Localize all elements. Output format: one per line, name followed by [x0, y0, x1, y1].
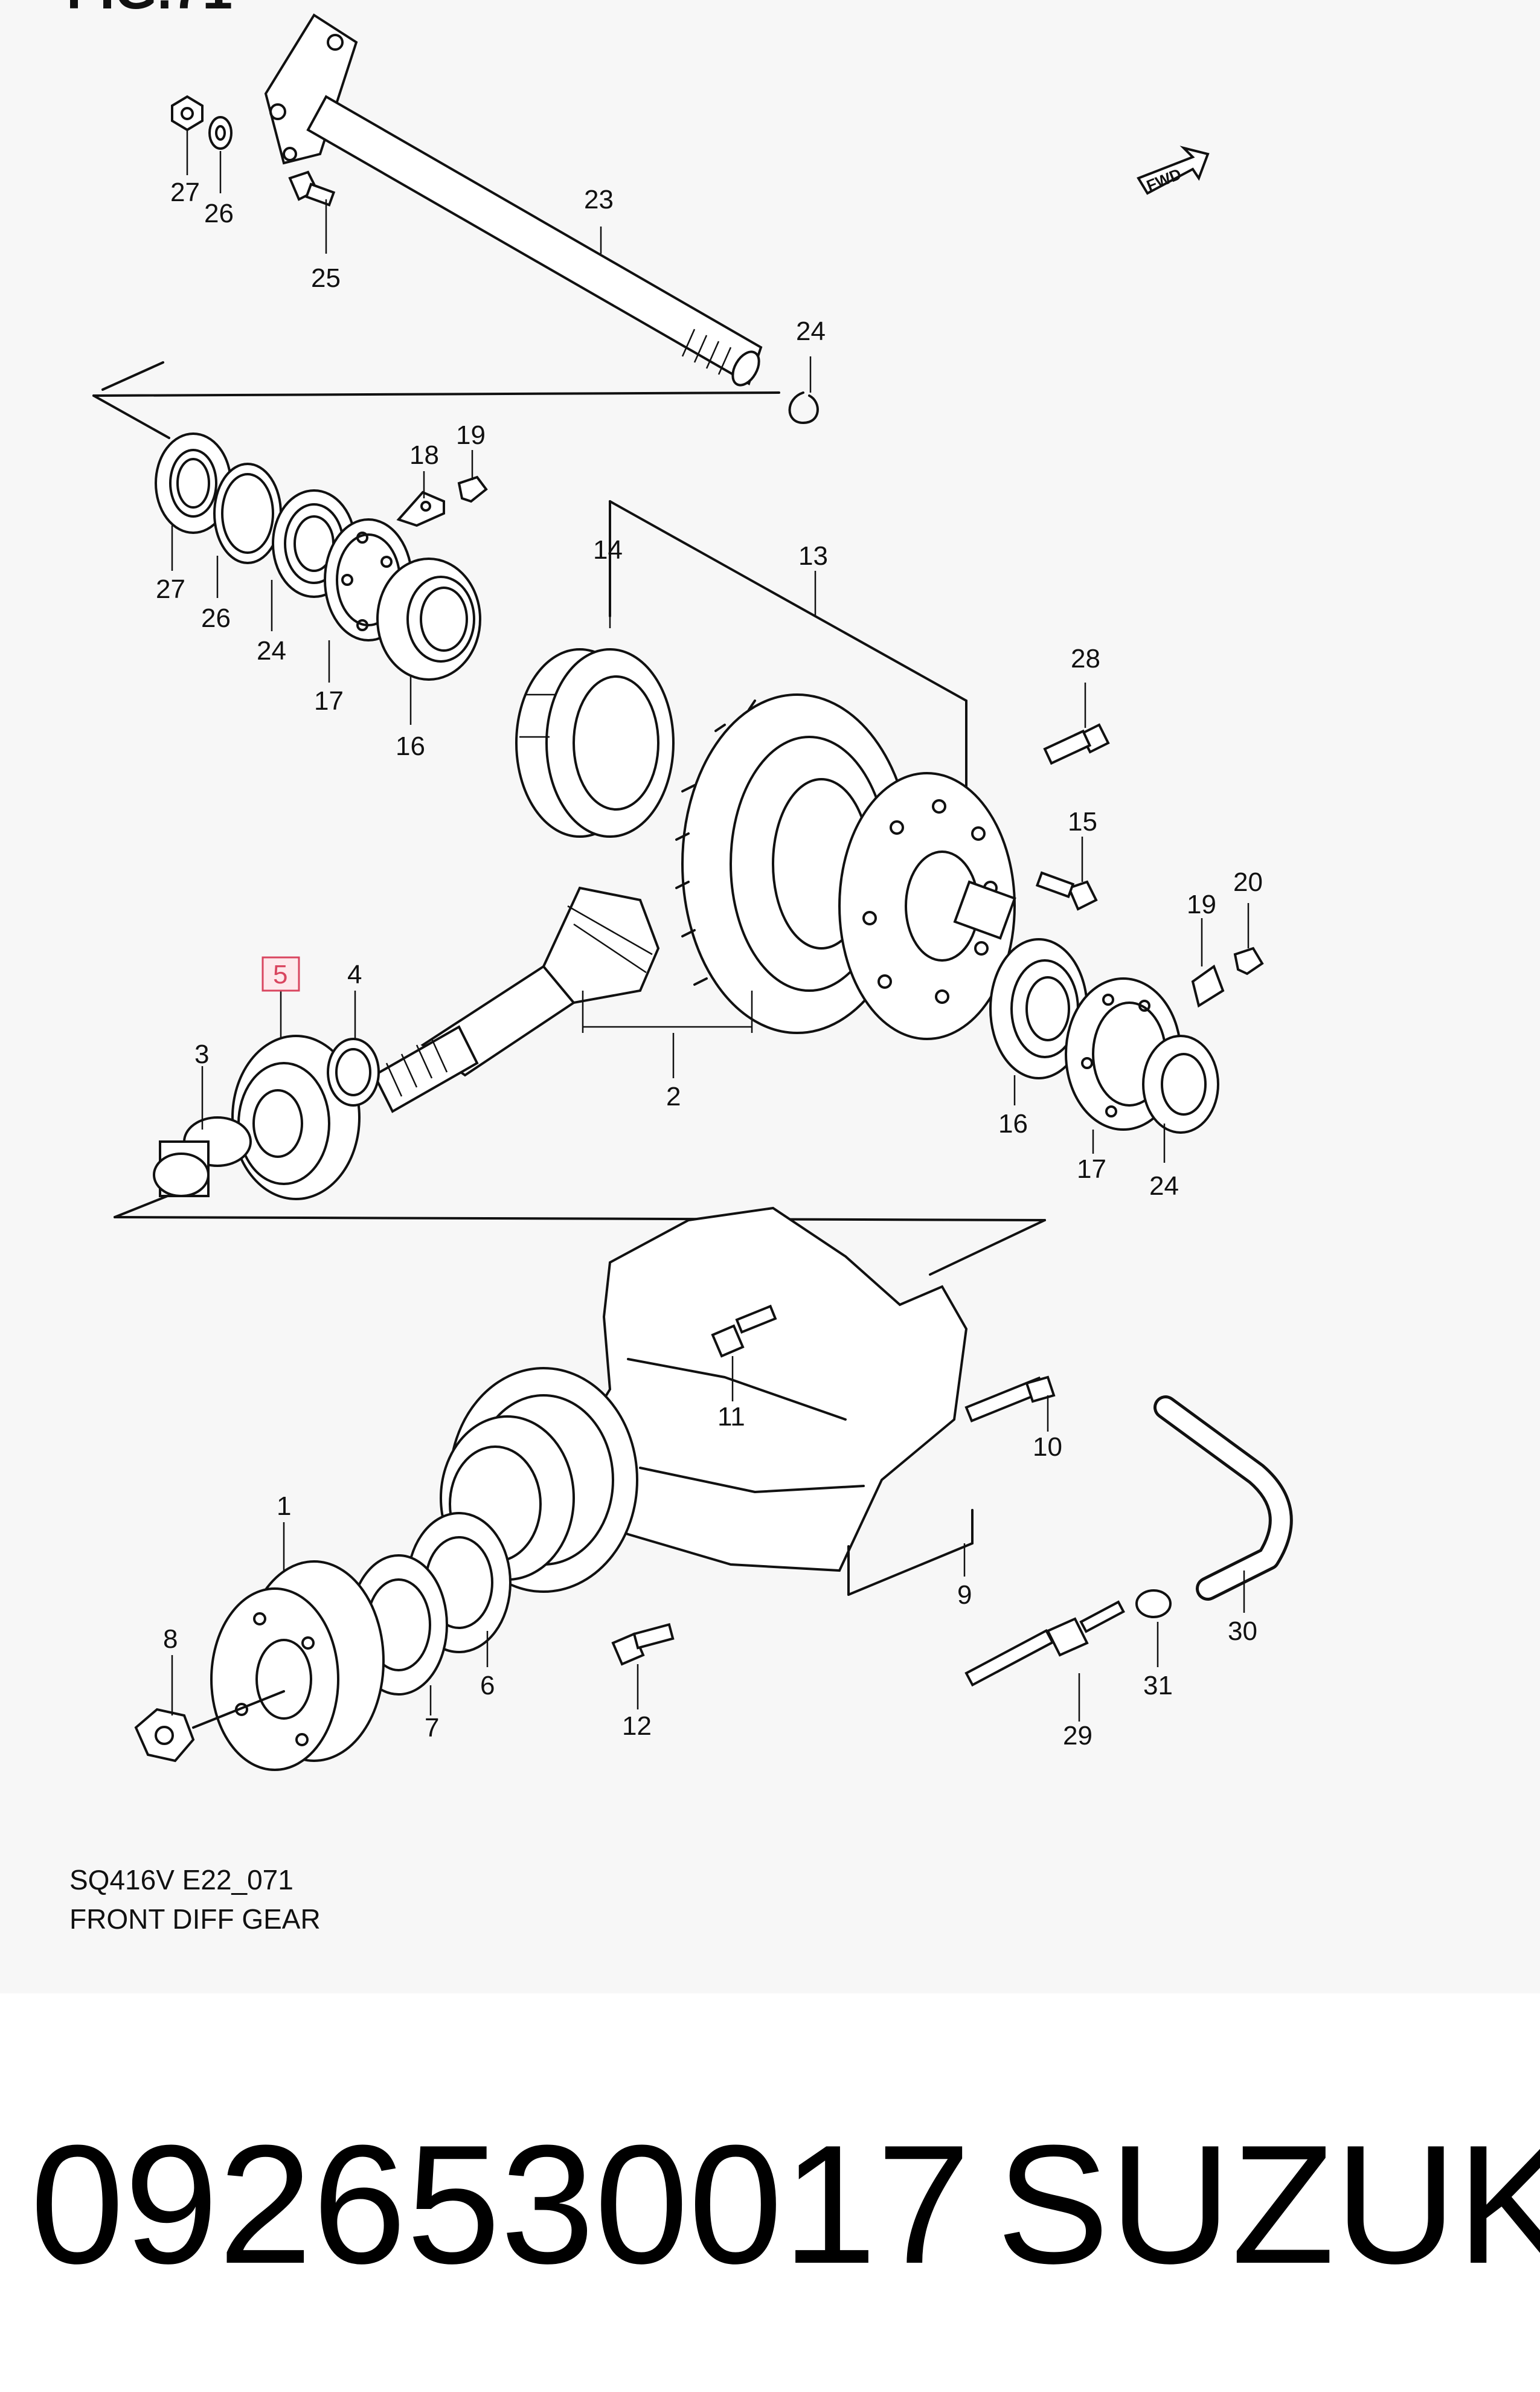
callout-19-right: 20	[1233, 867, 1263, 897]
callout-15: 15	[1068, 807, 1097, 837]
callout-7: 7	[425, 1713, 439, 1743]
circlip-21	[788, 391, 819, 424]
callout-28: 28	[1071, 644, 1100, 674]
bolt-11	[711, 1304, 777, 1358]
callout-11: 11	[717, 1402, 745, 1432]
callout-17-right: 17	[1077, 1154, 1106, 1184]
brand-name: SUZUKI	[996, 2111, 1540, 2299]
callout-21: 24	[796, 317, 826, 346]
bolt-28	[1043, 723, 1110, 765]
callout-17-left: 17	[314, 686, 344, 716]
oil-seal-24-right	[1142, 1035, 1219, 1134]
callout-labels: 27 26 25 23 24 18 19 14 13 27 26 24 17 1…	[156, 178, 1263, 1751]
bolt-19-upper	[457, 475, 488, 503]
callout-16-left: 16	[396, 731, 425, 761]
shim-23	[213, 463, 282, 564]
bolt-12	[611, 1623, 675, 1666]
diagram-title: FRONT DIFF GEAR	[69, 1903, 321, 1935]
callout-2: 2	[666, 1082, 681, 1111]
fwd-arrow-icon: FWD	[1137, 146, 1210, 195]
callout-10: 10	[1033, 1432, 1062, 1462]
oil-seal-24-left	[155, 432, 232, 534]
callout-14: 14	[593, 535, 623, 565]
figure-header: FIG.71	[66, 0, 233, 21]
diagram-drawing: FIG.71 FWD	[66, 0, 1293, 1771]
nut-8	[134, 1708, 195, 1763]
breather-hose-30	[1153, 1395, 1293, 1601]
companion-flange-1	[192, 1560, 385, 1771]
callout-22: 24	[257, 636, 286, 666]
callout-18-upper: 18	[409, 440, 439, 470]
bolt-15	[1035, 871, 1098, 911]
callout-24-left: 27	[156, 574, 185, 604]
callout-30: 30	[1228, 1616, 1257, 1646]
breather-fitting-29	[964, 1600, 1125, 1687]
ring-gear-and-case	[675, 693, 1016, 1040]
callout-19-upper: 19	[456, 420, 486, 450]
spacer-4	[327, 1038, 380, 1107]
bolt-19-right	[1233, 947, 1264, 976]
callout-31: 31	[1143, 1671, 1173, 1700]
callout-4: 4	[347, 960, 362, 989]
callout-6: 6	[480, 1671, 495, 1700]
callout-9: 9	[957, 1580, 972, 1610]
axle-shaft-part	[264, 13, 763, 387]
callout-26: 26	[204, 199, 234, 228]
nut-27	[171, 95, 204, 132]
drive-pinion-2	[373, 886, 660, 1113]
callout-29: 29	[1063, 1721, 1092, 1751]
washer-26	[208, 116, 233, 150]
callout-18-right: 19	[1187, 890, 1216, 919]
diagram-code: SQ416V E22_071	[69, 1864, 294, 1895]
callout-25: 25	[311, 263, 341, 293]
lock-plate-18-right	[1191, 964, 1225, 1008]
callout-23: 26	[201, 603, 231, 633]
stud-10	[964, 1375, 1056, 1423]
part-number: 0926530017	[30, 2111, 971, 2299]
callout-24-right: 24	[1149, 1171, 1179, 1201]
collar-3	[153, 1116, 252, 1197]
callout-3: 3	[194, 1040, 209, 1069]
callout-12: 12	[622, 1711, 652, 1741]
bearing-16-left	[376, 558, 481, 681]
callout-1: 1	[277, 1491, 291, 1521]
callout-5: 5	[273, 960, 287, 989]
bolt-25	[288, 170, 336, 207]
lock-plate-18-upper	[396, 490, 445, 527]
highlight-box-5	[261, 956, 300, 992]
callout-16-right: 16	[998, 1109, 1028, 1139]
diff-housing-9	[440, 1206, 968, 1593]
callout-8: 8	[163, 1624, 178, 1654]
callout-13: 13	[798, 541, 828, 571]
callout-27: 27	[170, 178, 200, 207]
exploded-parts-diagram: FIG.71 FWD	[66, 0, 1293, 1935]
callout-20: 23	[584, 185, 614, 214]
cover-14	[515, 648, 675, 838]
hose-clip-31	[1135, 1589, 1172, 1618]
